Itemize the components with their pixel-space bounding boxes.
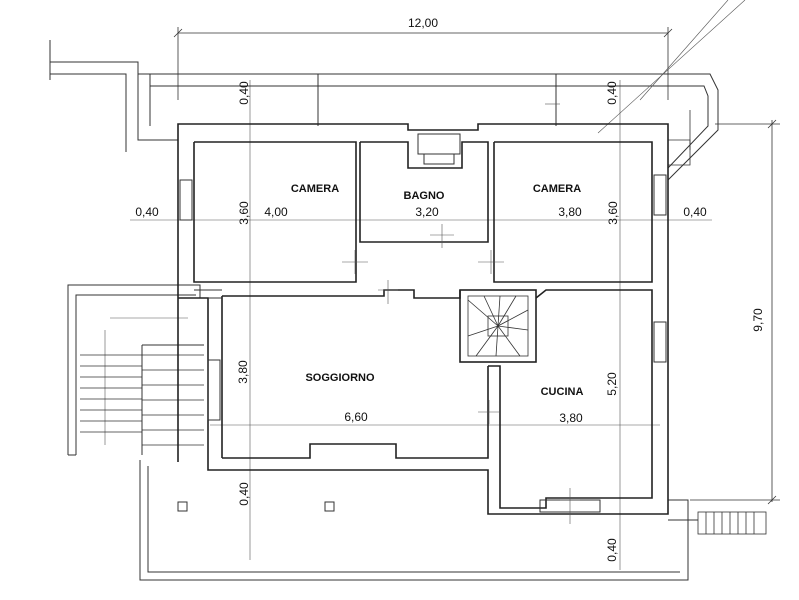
dim-overall-width: 12,00 [408, 16, 438, 30]
dimension-lines [130, 27, 780, 570]
dim-bottom-right: 0,40 [605, 538, 619, 562]
building-walls [177, 123, 669, 515]
dim-top-strip-right: 0,40 [605, 81, 619, 105]
dim-cucina-depth: 5,20 [605, 372, 619, 396]
dim-camera-right-depth: 3,60 [606, 201, 620, 225]
dim-bagno-width: 3,20 [415, 205, 439, 219]
room-cucina: CUCINA [541, 386, 584, 398]
left-stairs [80, 354, 204, 446]
dim-right-wall: 0,40 [683, 205, 707, 219]
room-soggiorno: SOGGIORNO [305, 372, 375, 384]
right-stairs [697, 511, 767, 535]
dim-top-strip-left: 0,40 [237, 81, 251, 105]
dimension-labels: 12,00 9,70 0,40 0,40 0,40 0,40 3,60 4,00… [135, 16, 765, 562]
dim-cucina-width: 3,80 [559, 411, 583, 425]
dim-camera-left-width: 4,00 [264, 205, 288, 219]
dim-camera-right-width: 3,80 [558, 205, 582, 219]
dim-soggiorno-width: 6,60 [344, 410, 368, 424]
room-bagno: BAGNO [404, 190, 445, 202]
site-outline [49, 0, 746, 581]
room-camera-left: CAMERA [291, 183, 339, 195]
room-camera-right: CAMERA [533, 183, 581, 195]
spiral-stair [467, 295, 529, 357]
dim-bottom-left: 0,40 [237, 482, 251, 506]
dim-camera-left-depth: 3,60 [237, 201, 251, 225]
door-markers [342, 224, 580, 524]
room-labels: CAMERA BAGNO CAMERA SOGGIORNO CUCINA [291, 183, 584, 398]
dim-overall-height: 9,70 [751, 308, 765, 332]
dim-soggiorno-depth: 3,80 [236, 360, 250, 384]
dim-left-wall: 0,40 [135, 205, 159, 219]
